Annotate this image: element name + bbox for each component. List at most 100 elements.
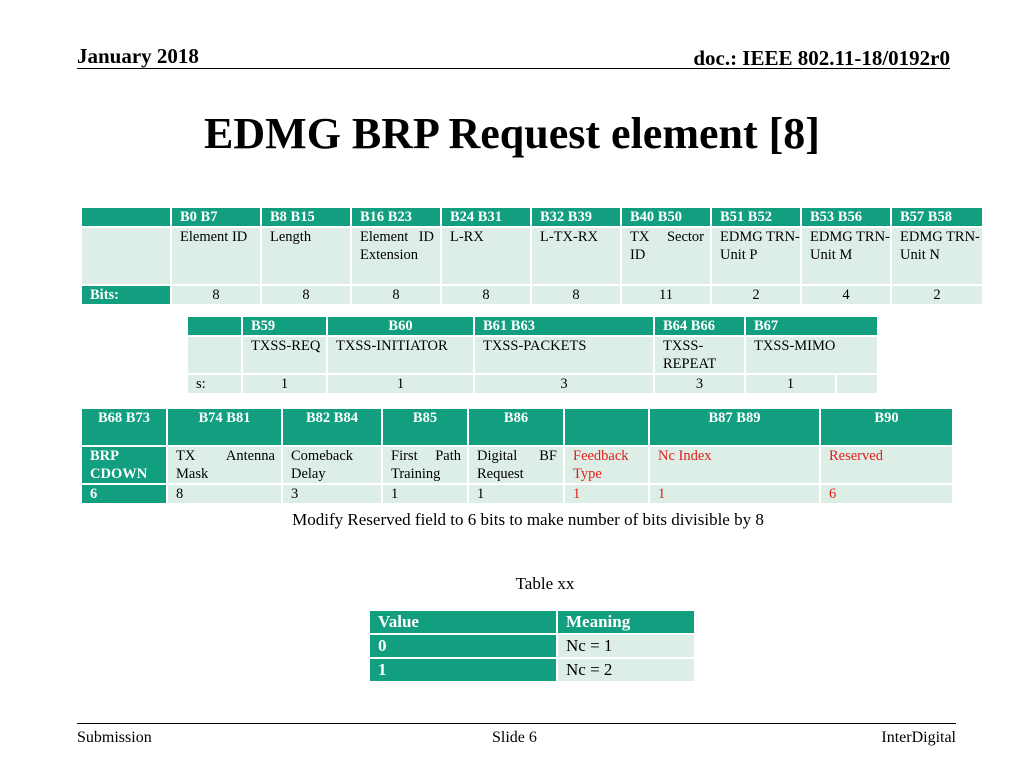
table-cell bbox=[186, 335, 243, 375]
table-cell: Nc = 1 bbox=[556, 633, 696, 659]
table-header-cell: B90 bbox=[819, 407, 954, 447]
table-cell: 11 bbox=[620, 284, 712, 306]
table-cell: BRP CDOWN bbox=[80, 445, 168, 485]
table-cell: TXSS-MIMO bbox=[743, 335, 880, 375]
table-cell: TXSS-REPEAT bbox=[653, 335, 746, 375]
table-header-cell: B59 bbox=[241, 315, 328, 337]
table-cell: Feedback Type bbox=[563, 445, 650, 485]
table-cell: TXSS-PACKETS bbox=[473, 335, 655, 375]
table-header-cell: B60 bbox=[326, 315, 475, 337]
header-divider bbox=[77, 68, 950, 69]
field-table-2: B59 B60 B61 B63 B64 B66 B67 TXSS-REQ TXS… bbox=[186, 315, 880, 395]
table-row: s: 1 1 3 3 1 bbox=[186, 373, 880, 395]
table-note: Modify Reserved field to 6 bits to make … bbox=[292, 510, 764, 529]
table-row: 6 8 3 1 1 1 1 6 bbox=[80, 483, 954, 505]
table-header-cell: B74 B81 bbox=[166, 407, 283, 447]
table-row: Element ID Length Element ID Extension L… bbox=[80, 226, 984, 286]
header-date: January 2018 bbox=[77, 44, 199, 68]
table-cell: Length bbox=[260, 226, 352, 286]
table-caption: Table xx bbox=[515, 574, 575, 593]
table-row: B68 B73 B74 B81 B82 B84 B85 B86 B87 B89 … bbox=[80, 407, 954, 447]
table-header-cell: B16 B23 bbox=[350, 206, 442, 228]
table-row: 1 Nc = 2 bbox=[368, 657, 696, 683]
table-header-cell: B24 B31 bbox=[440, 206, 532, 228]
table-cell: 8 bbox=[166, 483, 283, 505]
table-cell: 1 bbox=[467, 483, 565, 505]
table-header-cell: B40 B50 bbox=[620, 206, 712, 228]
table-cell: 8 bbox=[530, 284, 622, 306]
table-header-cell: B82 B84 bbox=[281, 407, 383, 447]
table-row: 0 Nc = 1 bbox=[368, 633, 696, 659]
table-cell: 8 bbox=[170, 284, 262, 306]
table-cell: TXSS-REQ bbox=[241, 335, 328, 375]
footer-divider bbox=[77, 723, 956, 724]
table-header-cell: B57 B58 bbox=[890, 206, 984, 228]
table-cell: 4 bbox=[800, 284, 892, 306]
table-cell: EDMG TRN-Unit P bbox=[710, 226, 802, 286]
table-header-cell: B61 B63 bbox=[473, 315, 655, 337]
field-table-3: B68 B73 B74 B81 B82 B84 B85 B86 B87 B89 … bbox=[80, 407, 954, 505]
table-cell: 3 bbox=[281, 483, 383, 505]
table-cell: 1 bbox=[648, 483, 821, 505]
table-cell: Reserved bbox=[819, 445, 954, 485]
footer-company: InterDigital bbox=[881, 729, 956, 746]
table-cell: EDMG TRN-Unit N bbox=[890, 226, 984, 286]
table-cell bbox=[80, 206, 172, 228]
table-cell: Element ID Extension bbox=[350, 226, 442, 286]
table-cell: 3 bbox=[473, 373, 655, 395]
table-cell: 6 bbox=[819, 483, 954, 505]
table-header-cell: Value bbox=[368, 609, 558, 635]
table-header-cell: B85 bbox=[381, 407, 469, 447]
table-header-cell: B86 bbox=[467, 407, 565, 447]
table-cell: 1 bbox=[381, 483, 469, 505]
table-cell: TXSS-INITIATOR bbox=[326, 335, 475, 375]
table-cell: Element ID bbox=[170, 226, 262, 286]
table-header-cell bbox=[563, 407, 650, 447]
table-row: B0 B7 B8 B15 B16 B23 B24 B31 B32 B39 B40… bbox=[80, 206, 984, 228]
table-cell: 8 bbox=[440, 284, 532, 306]
table-cell bbox=[834, 373, 880, 395]
footer-slide-number: Slide 6 bbox=[492, 729, 537, 746]
table-row: B59 B60 B61 B63 B64 B66 B67 bbox=[186, 315, 880, 337]
table-row: TXSS-REQ TXSS-INITIATOR TXSS-PACKETS TXS… bbox=[186, 335, 880, 375]
table-row: BRP CDOWN TX Antenna Mask Comeback Delay… bbox=[80, 445, 954, 485]
table-row: Bits: 8 8 8 8 8 11 2 4 2 bbox=[80, 284, 984, 306]
table-header-cell: B32 B39 bbox=[530, 206, 622, 228]
slide-title: EDMG BRP Request element [8] bbox=[204, 109, 820, 158]
table-cell: 1 bbox=[744, 373, 837, 395]
bits-label: Bits: bbox=[80, 284, 172, 306]
table-cell: 1 bbox=[563, 483, 650, 505]
table-cell: TX Antenna Mask bbox=[166, 445, 283, 485]
header-doc-number: doc.: IEEE 802.11-18/0192r0 bbox=[693, 46, 950, 70]
table-header-cell: B87 B89 bbox=[648, 407, 821, 447]
table-cell: 8 bbox=[350, 284, 442, 306]
table-cell bbox=[80, 226, 172, 286]
value-meaning-table: Value Meaning 0 Nc = 1 1 Nc = 2 bbox=[368, 609, 696, 683]
table-header-cell: B51 B52 bbox=[710, 206, 802, 228]
table-cell: 1 bbox=[368, 657, 558, 683]
table-cell: EDMG TRN-Unit M bbox=[800, 226, 892, 286]
table-header-cell: B67 bbox=[743, 315, 880, 337]
table-cell: 6 bbox=[80, 483, 168, 505]
table-cell: 2 bbox=[710, 284, 802, 306]
table-header-cell: Meaning bbox=[556, 609, 696, 635]
table-cell: First Path Training bbox=[381, 445, 469, 485]
table-header-cell: B53 B56 bbox=[800, 206, 892, 228]
table-cell: 2 bbox=[890, 284, 984, 306]
table-header-cell: B68 B73 bbox=[80, 407, 168, 447]
table-header-cell: B0 B7 bbox=[170, 206, 262, 228]
table-cell: 8 bbox=[260, 284, 352, 306]
table-cell: L-TX-RX bbox=[530, 226, 622, 286]
footer-submission: Submission bbox=[77, 729, 152, 746]
table-cell: Nc Index bbox=[648, 445, 821, 485]
table-cell bbox=[186, 315, 243, 337]
table-cell: TX Sector ID bbox=[620, 226, 712, 286]
table-cell: 1 bbox=[241, 373, 328, 395]
table-header-cell: B64 B66 bbox=[653, 315, 746, 337]
bits-label: s: bbox=[186, 373, 243, 395]
table-cell: 0 bbox=[368, 633, 558, 659]
table-header-cell: B8 B15 bbox=[260, 206, 352, 228]
table-cell: Comeback Delay bbox=[281, 445, 383, 485]
table-cell: Digital BF Request bbox=[467, 445, 565, 485]
table-cell: 1 bbox=[326, 373, 475, 395]
